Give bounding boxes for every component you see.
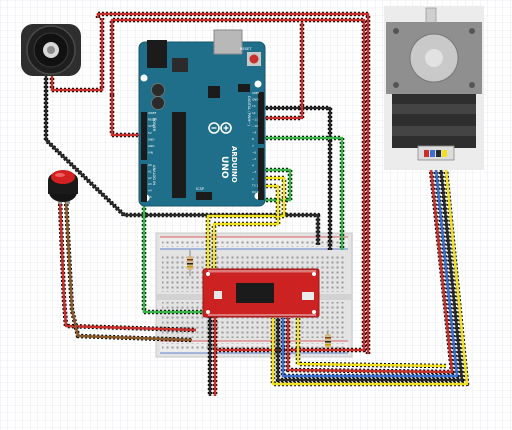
power-group-label: POWER xyxy=(152,118,156,132)
arduino-logo-icon xyxy=(208,122,232,134)
pin-label: 2 xyxy=(252,177,254,181)
pin-label: 8 xyxy=(252,137,254,141)
pin-label: A0 xyxy=(148,163,152,167)
microcontroller-chip xyxy=(172,112,186,198)
pin-label: A1 xyxy=(148,169,152,173)
reset-label: RESET xyxy=(240,47,252,51)
wires xyxy=(43,11,470,396)
pin-label: AREF xyxy=(252,91,260,95)
pin-label: ~9 xyxy=(252,131,256,135)
arduino-model-text: UNO xyxy=(219,156,229,179)
pin-label: 4 xyxy=(252,164,254,168)
digital-group-label: DIGITAL (PWM~) xyxy=(247,96,251,126)
pin-label: ~5 xyxy=(252,157,256,161)
wire-black-speaker xyxy=(43,74,321,245)
analog-group-label: ANALOG IN xyxy=(152,165,156,185)
pin-label: 5V xyxy=(148,131,152,135)
pin-label: 7 xyxy=(252,144,254,148)
pin-label: ~10 xyxy=(252,124,258,128)
arduino-uno-board: ARDUINO UNO RESET ICSP POWER ANALOG IN D… xyxy=(138,29,266,207)
pin-label: RESET xyxy=(148,118,157,122)
icsp-label: ICSP xyxy=(196,187,205,191)
pin-label: IOREF xyxy=(148,111,157,115)
pin-label: 13 xyxy=(252,104,256,108)
pin-label: 12 xyxy=(252,111,256,115)
pin-label: A2 xyxy=(148,176,152,180)
pin-label: A4 xyxy=(148,189,152,193)
pin-label: ~3 xyxy=(252,170,256,174)
pin-label: GND xyxy=(252,98,258,102)
digital-pin-labels: AREF GND 13 12 ~11 ~10 ~9 8 7 ~6 ~5 4 ~3 2 TX 1 RX 0 xyxy=(251,91,260,194)
wire-black-top xyxy=(262,22,333,250)
pin-label: ~6 xyxy=(252,150,256,154)
power-pin-labels: IOREF RESET 3V3 5V GND GND VIN xyxy=(148,111,157,155)
pin-label: GND xyxy=(148,137,154,141)
wire-red-top xyxy=(95,11,371,354)
wire-motor-bundle xyxy=(270,159,470,387)
wire-red-button xyxy=(57,199,197,333)
arduino-brand-text: ARDUINO xyxy=(230,146,238,183)
pin-label: RX 0 xyxy=(252,190,259,194)
power-jack-icon xyxy=(147,40,167,68)
pin-label: VIN xyxy=(148,151,153,155)
wire-yellow xyxy=(205,175,287,280)
resistor-icon xyxy=(325,330,331,352)
pin-label: ~11 xyxy=(252,117,258,121)
pin-label: A5 xyxy=(148,195,152,199)
stepper-motor-icon xyxy=(384,6,484,170)
speaker-icon xyxy=(21,24,81,76)
wire-brown-button xyxy=(63,199,193,343)
pin-label: A3 xyxy=(148,182,152,186)
pin-label: GND xyxy=(148,144,154,148)
easydriver-board xyxy=(202,268,320,318)
resistor-icon xyxy=(187,250,193,276)
pin-label: TX 1 xyxy=(251,183,259,187)
usb-connector-icon xyxy=(213,29,243,55)
pin-label: 3V3 xyxy=(148,124,154,128)
wire-red-speaker xyxy=(49,18,142,138)
reset-button-icon xyxy=(249,54,259,64)
push-button-icon xyxy=(48,170,78,204)
